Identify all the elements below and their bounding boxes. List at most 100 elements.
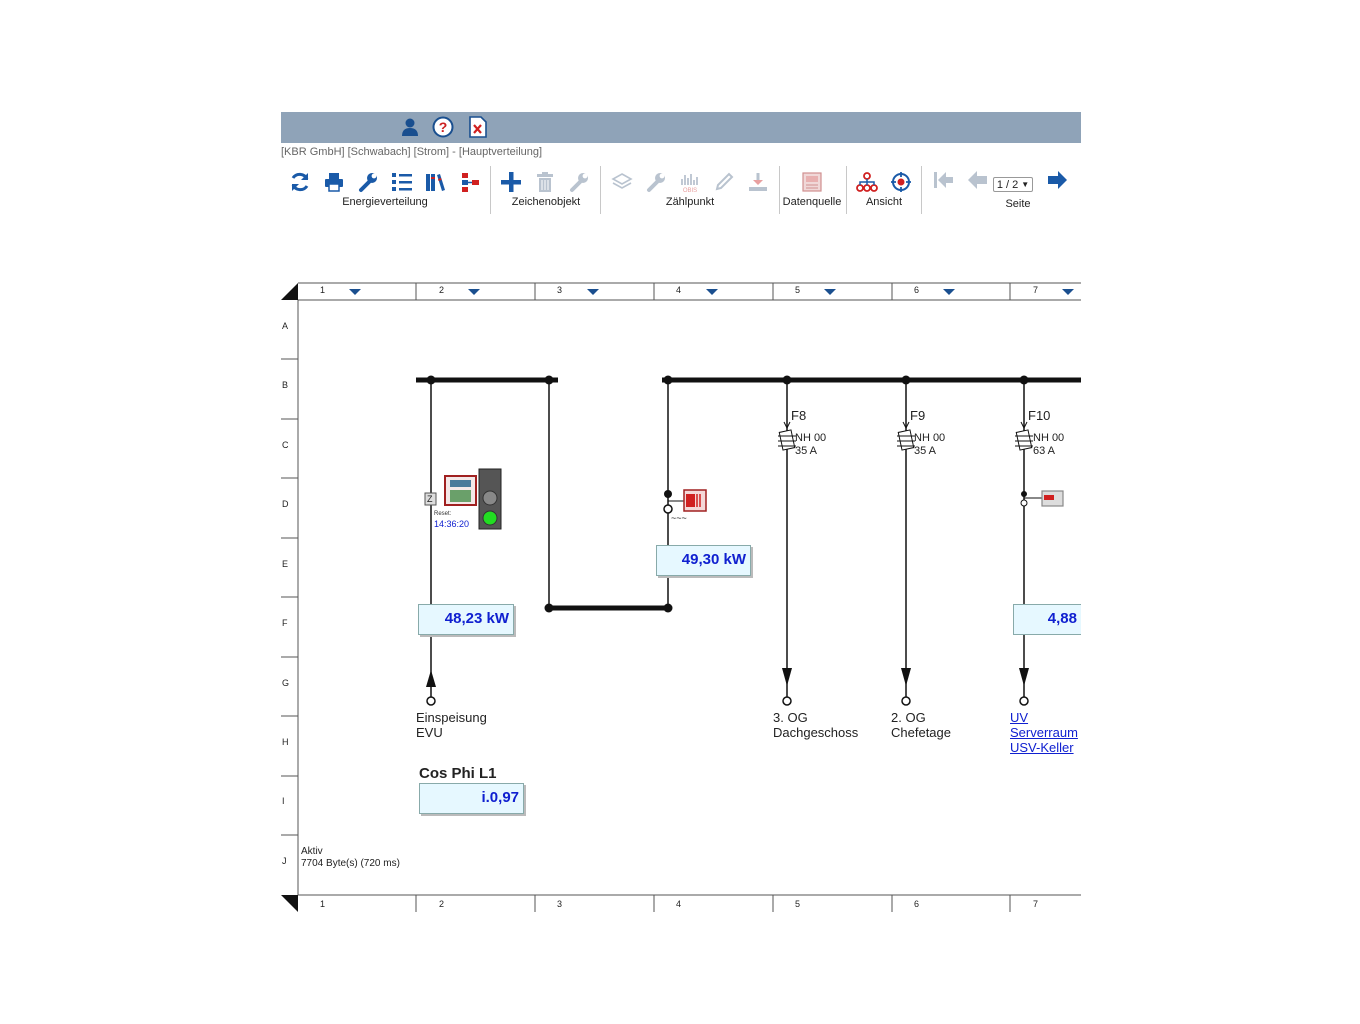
column-label: 7 (1033, 899, 1039, 909)
column-dropdown-arrows (349, 289, 1074, 295)
pencil-icon[interactable] (712, 170, 736, 194)
row-label: I (282, 796, 285, 806)
output-label: 3. OG (773, 710, 808, 725)
column-label: 1 (320, 285, 326, 295)
row-label: A (282, 321, 289, 331)
column-label: 1 (320, 899, 326, 909)
toolbar-divider (921, 166, 922, 214)
ruler-corner-icon (281, 283, 298, 300)
fuse-type: NH 00 (795, 432, 827, 444)
toolbar-divider (779, 166, 780, 214)
row-label: H (282, 737, 289, 747)
wrench-icon[interactable] (644, 170, 668, 194)
chevron-down-icon: ▼ (1021, 180, 1030, 189)
layers-icon[interactable] (610, 170, 634, 194)
column-label: 6 (914, 899, 920, 909)
column-label: 2 (439, 899, 445, 909)
fuse-type: NH 00 (1033, 432, 1065, 444)
row-label: E (282, 559, 289, 569)
close-document-icon[interactable] (466, 115, 490, 139)
device-icon[interactable] (800, 170, 824, 194)
output-label: Chefetage (891, 725, 951, 740)
window-titlebar: ? (281, 112, 1081, 143)
group-label-datenquelle: Datenquelle (782, 196, 842, 208)
breadcrumb: [KBR GmbH] [Schwabach] [Strom] - [Hauptv… (281, 146, 543, 158)
network-icon[interactable] (855, 170, 879, 194)
power-display-f10[interactable]: 4,88 (1013, 604, 1081, 635)
group-label-zaehlpunkt: Zählpunkt (665, 196, 715, 208)
trash-icon[interactable] (533, 170, 557, 194)
svg-text:?: ? (439, 119, 448, 135)
column-label: 3 (557, 899, 563, 909)
cosphi-title: Cos Phi L1 (419, 765, 497, 782)
power-display-feed[interactable]: 48,23 kW (418, 604, 514, 635)
column-label: 7 (1033, 285, 1039, 295)
target-icon[interactable] (889, 170, 913, 194)
output-link-serverraum[interactable]: Serverraum (1010, 725, 1078, 740)
hierarchy-icon[interactable] (458, 170, 482, 194)
list-icon[interactable] (390, 170, 414, 194)
feed-label: EVU (416, 725, 443, 740)
fuse-rating: 35 A (914, 445, 937, 457)
column-label: 5 (795, 899, 801, 909)
first-page-icon[interactable] (931, 168, 955, 192)
group-label-seite: Seite (1005, 198, 1031, 210)
page-select[interactable]: 1 / 2▼ (993, 177, 1033, 192)
status-state: Aktiv (301, 846, 323, 857)
fuse-id: F9 (910, 408, 926, 423)
help-icon[interactable]: ? (431, 115, 455, 139)
column-label: 3 (557, 285, 563, 295)
group-label-ansicht: Ansicht (865, 196, 903, 208)
column-label: 4 (676, 285, 682, 295)
toolbar-divider (600, 166, 601, 214)
toolbar-divider (846, 166, 847, 214)
meter-wave-symbol: ~~~ (671, 513, 687, 523)
meter-reset-label: Reset: (434, 511, 452, 517)
add-icon[interactable] (499, 170, 523, 194)
row-label: C (282, 440, 289, 450)
download-icon[interactable] (746, 170, 770, 194)
group-label-zeichenobjekt: Zeichenobjekt (511, 196, 581, 208)
fuse-type: NH 00 (914, 432, 946, 444)
wrench-icon[interactable] (356, 170, 380, 194)
toolbar: Energieverteilung Zeichenobjekt OBIS Zäh… (0, 0, 1360, 220)
power-display-coupling[interactable]: 49,30 kW (656, 545, 751, 576)
status-transfer: 7704 Byte(s) (720 ms) (301, 858, 400, 869)
library-icon[interactable] (424, 170, 448, 194)
output-link-usv-keller[interactable]: USV-Keller (1010, 740, 1074, 755)
svg-text:OBIS: OBIS (683, 188, 697, 193)
cosphi-display[interactable]: i.0,97 (419, 783, 524, 814)
row-label: F (282, 618, 288, 628)
row-label: G (282, 678, 290, 688)
row-label: B (282, 380, 289, 390)
fuse-rating: 35 A (795, 445, 818, 457)
fuse-rating: 63 A (1033, 445, 1056, 457)
page-select-value: 1 / 2 (996, 178, 1019, 191)
feed-label: Einspeisung (416, 710, 487, 725)
refresh-icon[interactable] (288, 170, 312, 194)
ruler-corner-icon (281, 895, 298, 912)
column-label: 6 (914, 285, 920, 295)
column-label: 4 (676, 899, 682, 909)
toolbar-divider (490, 166, 491, 214)
row-label: J (282, 856, 287, 866)
wrench-icon[interactable] (567, 170, 591, 194)
meter-reset-time: 14:36:20 (434, 519, 470, 529)
fuse-symbols (778, 421, 1033, 451)
junction-dots (426, 375, 1029, 613)
output-label: 2. OG (891, 710, 926, 725)
print-icon[interactable] (322, 170, 346, 194)
output-label: Dachgeschoss (773, 725, 859, 740)
fuse-id: F8 (791, 408, 807, 423)
previous-page-icon[interactable] (965, 168, 989, 192)
row-label: D (282, 499, 289, 509)
next-page-icon[interactable] (1046, 168, 1070, 192)
output-link-uv[interactable]: UV (1010, 710, 1029, 725)
column-label: 5 (795, 285, 801, 295)
user-icon[interactable] (398, 115, 422, 139)
obis-icon[interactable]: OBIS (678, 170, 702, 194)
fuse-id: F10 (1028, 408, 1051, 423)
meter-tag: Z (427, 494, 433, 504)
